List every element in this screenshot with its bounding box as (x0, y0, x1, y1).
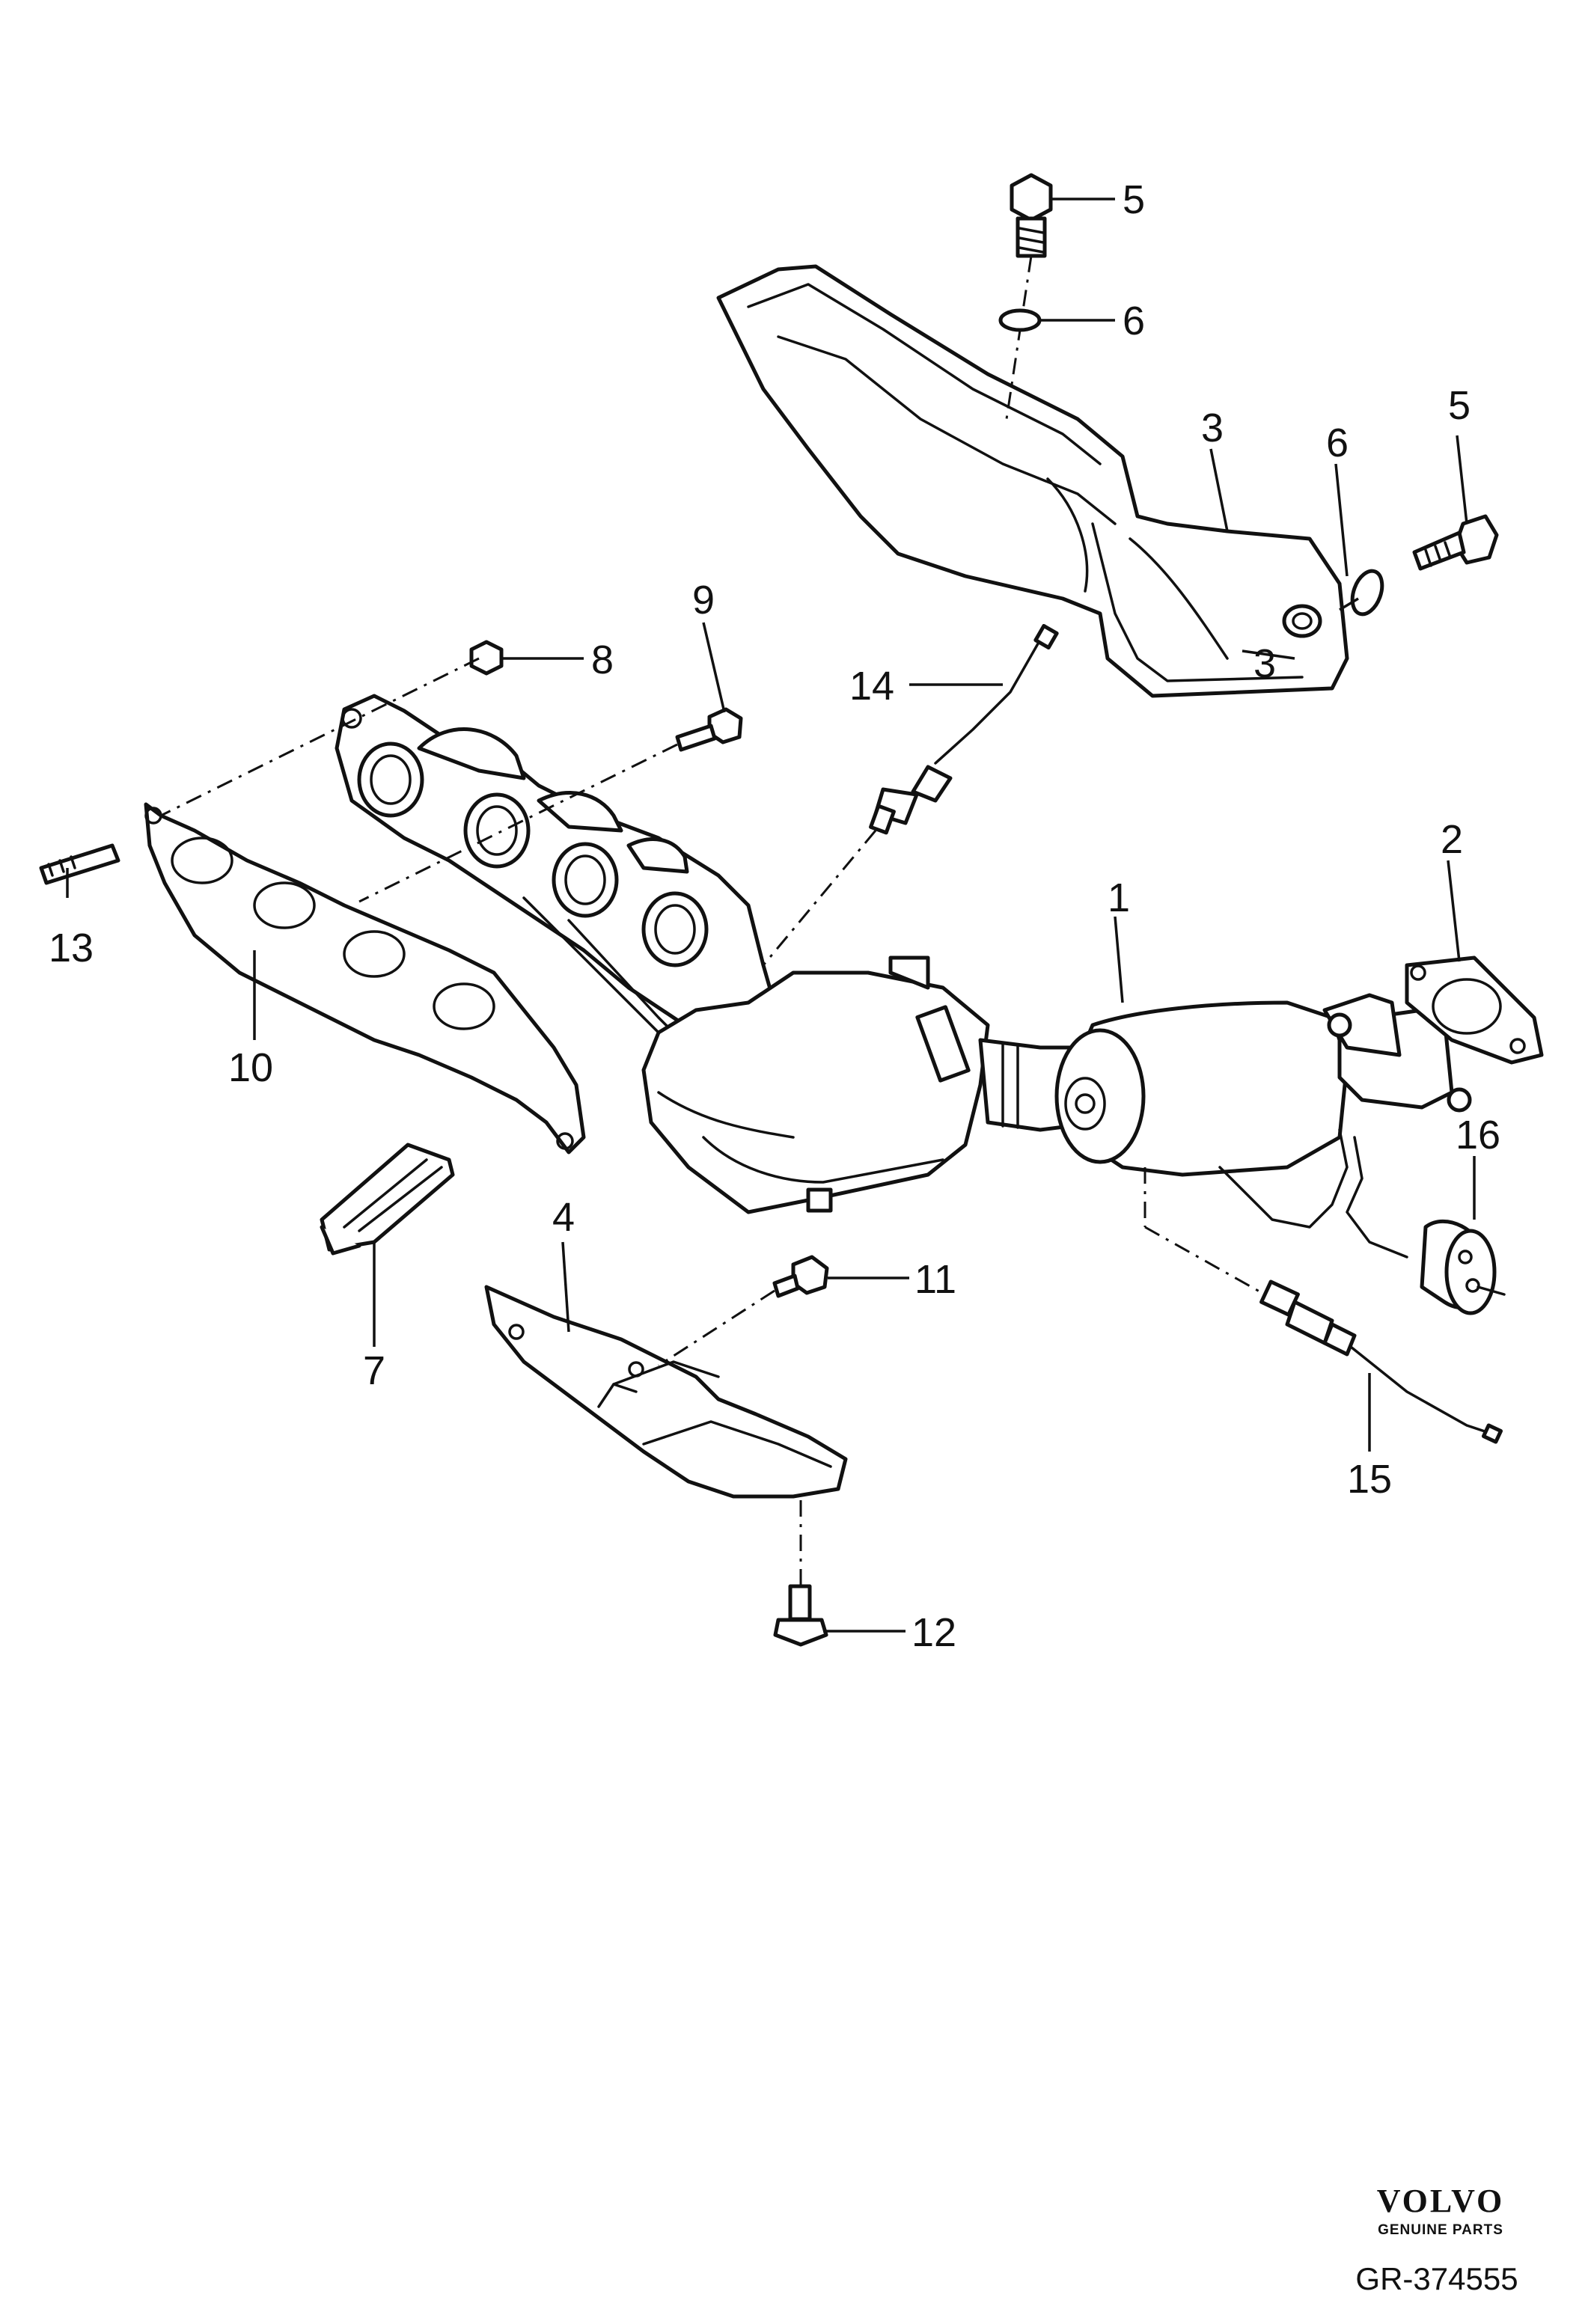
rubber-hanger-16 (1420, 1219, 1506, 1315)
callout-2: 2 (1441, 817, 1463, 862)
callout-leaders (66, 198, 1476, 1633)
callout-7: 7 (363, 1348, 385, 1393)
callout-4: 4 (552, 1195, 575, 1240)
nut-8 (160, 640, 504, 817)
callout-3-bottom: 3 (1253, 641, 1276, 686)
oxygen-sensor-15 (1143, 1167, 1503, 1444)
bolt-9 (358, 707, 743, 903)
callout-12: 12 (911, 1610, 956, 1655)
callout-labels: 1 2 3 3 3 4 5 5 6 6 7 8 9 10 11 12 13 14… (49, 177, 1500, 1655)
gasket-2 (1405, 955, 1544, 1065)
bolt-12 (773, 1584, 828, 1647)
callout-6-top: 6 (1123, 299, 1145, 343)
oxygen-sensor-14 (762, 623, 1059, 966)
callout-13: 13 (49, 926, 94, 970)
diagram-reference: GR-374555 (1355, 2261, 1518, 2296)
lower-heat-shield-4 (484, 1285, 848, 1586)
stud-13 (39, 843, 120, 885)
genuine-parts-label: GENUINE PARTS (1378, 2222, 1503, 2238)
exhaust-manifold-catalytic-converter (335, 694, 1472, 1259)
callout-6-right: 6 (1326, 421, 1349, 465)
manifold-gasket-10 (144, 802, 586, 1155)
callout-5-right: 5 (1448, 383, 1471, 428)
callout-15: 15 (1347, 1457, 1392, 1502)
callout-11: 11 (914, 1257, 956, 1302)
callout-3-top: 3 (1201, 406, 1224, 450)
bolt-11 (658, 1255, 829, 1367)
bolt-5-top (1005, 173, 1053, 420)
volvo-logo: VOLVO (1376, 2183, 1505, 2219)
washer-6-right (1350, 569, 1384, 617)
callout-1: 1 (1108, 875, 1130, 920)
callout-10: 10 (228, 1045, 273, 1090)
callout-14: 14 (849, 664, 894, 709)
washer-6-top (998, 308, 1042, 332)
callout-8: 8 (591, 637, 614, 682)
callout-16: 16 (1456, 1113, 1500, 1158)
bracket-7 (320, 1143, 455, 1256)
callout-5-top: 5 (1123, 177, 1145, 222)
upper-heat-shield (716, 264, 1349, 698)
bolt-5-right (1412, 514, 1499, 571)
callout-9: 9 (692, 578, 715, 623)
